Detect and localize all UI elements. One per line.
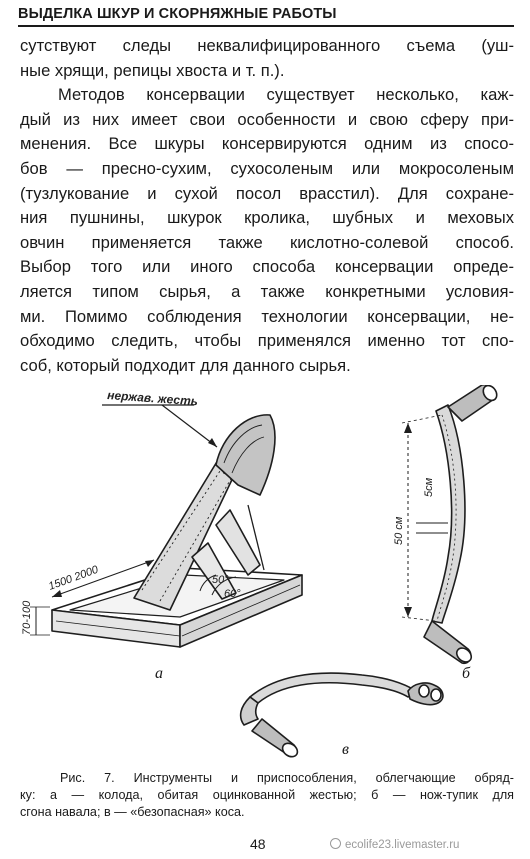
fleshing-beam-drawing <box>30 404 303 648</box>
body-line: соб, который подходит для данного сырья. <box>20 355 351 375</box>
body-line: Методов консервации существует несколько… <box>58 85 514 105</box>
metal-sheet-cap <box>215 414 276 496</box>
fleshing-knife-drawing <box>401 385 498 665</box>
tray-right-side <box>179 574 303 648</box>
page-number: 48 <box>250 836 266 852</box>
safe-scythe-drawing <box>239 672 444 758</box>
knife-blade <box>431 404 466 624</box>
body-line: ные хрящи, репицы хвоста и т. п.). <box>20 60 285 80</box>
body-line: ми. Помимо соблюдения технологии консерв… <box>20 306 514 326</box>
body-line: Выбор того или иного способа консервации… <box>20 257 514 277</box>
blade-length-annotation: 50 см <box>393 516 405 545</box>
body-line: сутствуют следы неквалифицированного съе… <box>20 36 514 55</box>
body-line: ляется типом сырья, а также конкретными … <box>20 281 514 301</box>
blade-width-annotation: 5см <box>423 477 435 497</box>
angle-annotation-2: 60° <box>224 588 241 600</box>
watermark-logo-icon <box>330 838 341 849</box>
watermark: ecolife23.livemaster.ru <box>330 838 459 851</box>
running-head: ВЫДЕЛКА ШКУР И СКОРНЯЖНЫЕ РАБОТЫ <box>18 6 514 27</box>
body-line: бов — пресно-сухим, сухосоленым или мокр… <box>20 158 514 178</box>
body-line: (тузлукование и сухой посол врасстил). Д… <box>20 183 514 203</box>
body-line: менения. Все шкуры консервируются одним … <box>20 134 514 154</box>
body-line: обходимо следить, чтобы применялся именн… <box>20 331 514 351</box>
length-annotation: 1500 2000 <box>47 563 101 592</box>
figure-drawing: нержав. жесть 1500 2000 70-100 50° 60° 5… <box>21 385 498 758</box>
material-annotation: нержав. жесть <box>107 388 199 408</box>
body-line: овчин применяется также кислотно-солевой… <box>20 232 514 252</box>
height-annotation: 70-100 <box>21 600 33 635</box>
body-line: дый из них имеет свои особенности и свою… <box>20 109 514 129</box>
scythe-blade <box>249 672 417 704</box>
figure-label-b: б <box>462 665 471 682</box>
figure-caption: Рис. 7. Инструменты и приспособления, об… <box>20 770 514 821</box>
body-line: ния пушнины, шкурок кролика, шубных и ме… <box>20 208 514 228</box>
caption-line: Рис. 7. Инструменты и приспособления, об… <box>60 771 514 785</box>
watermark-text: ecolife23.livemaster.ru <box>345 839 460 851</box>
beam-support-2 <box>191 542 237 600</box>
beam-support-1 <box>215 509 261 576</box>
caption-line: ку: а — колода, обитая оцинкованной жест… <box>20 788 514 802</box>
scythe-hook <box>239 696 259 726</box>
figure-label-a: а <box>155 665 163 682</box>
figure-7: нержав. жесть 1500 2000 70-100 50° 60° 5… <box>12 385 520 765</box>
caption-line: сгона навала; в — «безопасная» коса. <box>20 805 245 819</box>
figure-label-v: в <box>342 741 349 758</box>
body-text: сутствуют следы неквалифицированного съе… <box>20 34 514 378</box>
angle-annotation-1: 50° <box>212 574 229 586</box>
